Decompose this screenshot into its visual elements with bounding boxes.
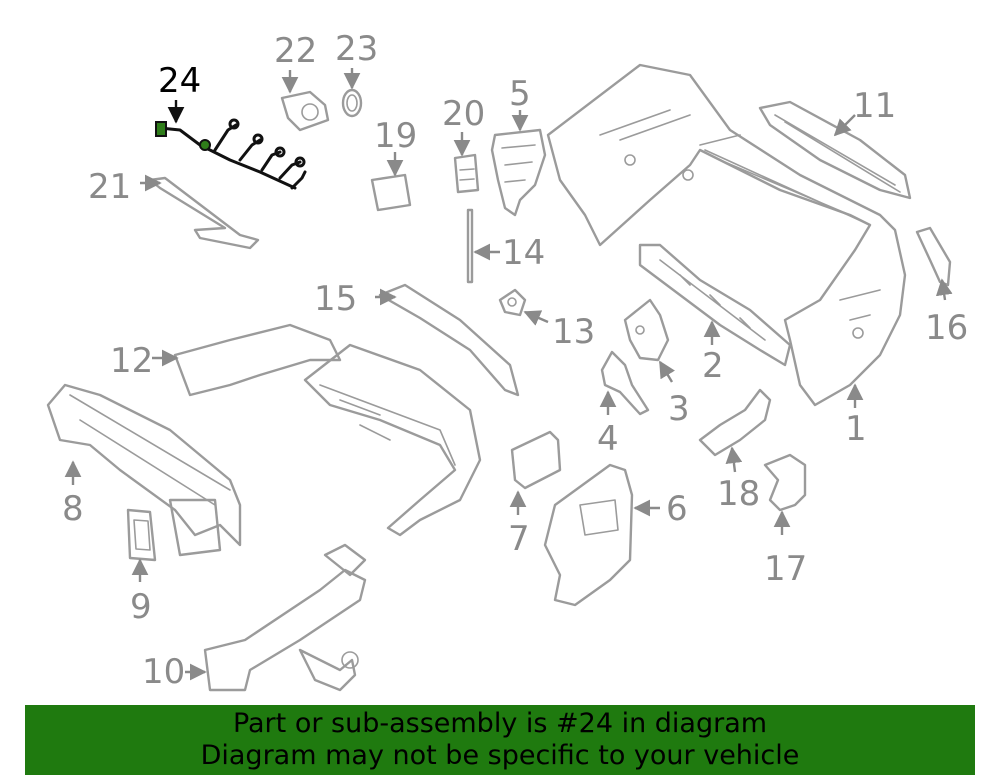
callout-13: 13 xyxy=(552,312,595,352)
part-13-clip[interactable] xyxy=(498,288,527,317)
part-17-bracket[interactable] xyxy=(763,453,807,512)
callout-5: 5 xyxy=(509,74,531,114)
part-15-trim[interactable] xyxy=(378,283,520,397)
part-22-sensor[interactable] xyxy=(280,90,330,132)
part-21-wire-strip[interactable] xyxy=(148,176,260,250)
callout-24: 24 xyxy=(158,61,201,101)
callout-labels: 24 22 23 5 20 19 21 11 14 15 13 16 12 2 … xyxy=(62,29,968,692)
part-2-absorber[interactable] xyxy=(638,243,792,367)
callout-21: 21 xyxy=(88,167,131,207)
banner-line-2: Diagram may not be specific to your vehi… xyxy=(200,740,800,771)
callout-19: 19 xyxy=(374,116,417,156)
callout-3: 3 xyxy=(668,389,690,429)
part-5-bracket[interactable] xyxy=(490,128,547,217)
part-18-bracket[interactable] xyxy=(698,388,772,457)
callout-6: 6 xyxy=(666,489,688,529)
part-14-rod[interactable] xyxy=(466,208,474,284)
part-16-bracket[interactable] xyxy=(915,226,952,287)
part-lower-cover[interactable] xyxy=(303,343,482,537)
part-20-clip[interactable] xyxy=(453,153,480,194)
part-11-step-pad[interactable] xyxy=(758,100,912,200)
callout-10: 10 xyxy=(142,652,185,692)
part-9-plate[interactable] xyxy=(126,508,157,562)
callout-22: 22 xyxy=(274,31,317,71)
callout-1: 1 xyxy=(845,409,867,449)
callout-9: 9 xyxy=(130,587,152,627)
callout-14: 14 xyxy=(502,233,545,273)
part-24-wiring-harness[interactable] xyxy=(155,118,307,190)
callout-23: 23 xyxy=(335,29,378,69)
callout-16: 16 xyxy=(925,308,968,348)
part-6-bracket[interactable] xyxy=(543,463,634,607)
callout-17: 17 xyxy=(764,549,807,589)
callout-11: 11 xyxy=(853,86,896,126)
part-19-cap[interactable] xyxy=(370,173,412,212)
part-23-ring[interactable] xyxy=(341,88,363,118)
callout-4: 4 xyxy=(597,419,619,459)
leader-lines xyxy=(64,68,953,681)
callout-20: 20 xyxy=(442,94,485,134)
part-7-cover[interactable] xyxy=(510,430,562,490)
part-10-tow-hitch[interactable] xyxy=(203,543,367,692)
part-8-reinforcement[interactable] xyxy=(46,383,242,557)
part-3-bracket[interactable] xyxy=(623,298,670,362)
disclaimer-banner: Part or sub-assembly is #24 in diagram D… xyxy=(25,705,975,775)
callout-15: 15 xyxy=(314,279,357,319)
callout-7: 7 xyxy=(508,519,530,559)
part-1-bumper-cover[interactable] xyxy=(546,63,907,407)
part-12-panel[interactable] xyxy=(173,323,342,397)
callout-12: 12 xyxy=(110,341,153,381)
callout-8: 8 xyxy=(62,489,84,529)
part-4-bracket[interactable] xyxy=(600,350,650,416)
callout-2: 2 xyxy=(702,346,724,386)
banner-line-1: Part or sub-assembly is #24 in diagram xyxy=(232,708,768,739)
callout-18: 18 xyxy=(717,474,760,514)
